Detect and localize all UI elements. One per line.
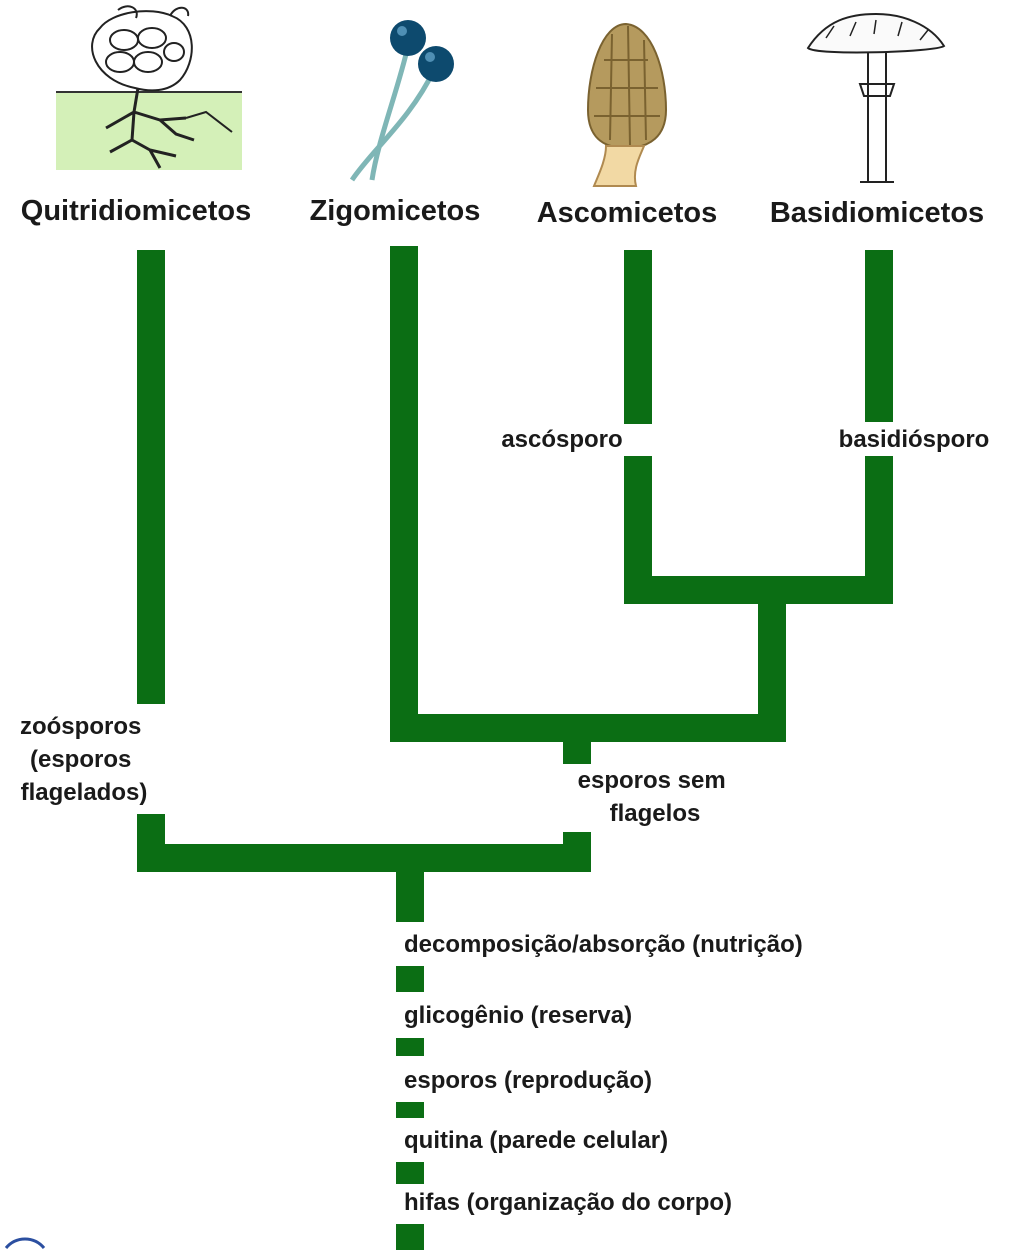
branch-root-2 bbox=[396, 966, 424, 992]
branch-no-flagella-stem-upper bbox=[563, 728, 591, 764]
trait-zoosporos-line-3: flagelados) bbox=[21, 779, 148, 806]
taxon-ascomicetos: Ascomicetos bbox=[537, 197, 718, 229]
trait-ascosporo: ascósporo bbox=[501, 426, 622, 453]
branch-root-3 bbox=[396, 1038, 424, 1056]
branch-ascomicetos-upper bbox=[624, 250, 652, 424]
trait-zoosporos: zoósporos (esporos flagelados) bbox=[20, 713, 148, 806]
trait-quitina: quitina (parede celular) bbox=[404, 1127, 668, 1154]
branch-root-1 bbox=[396, 858, 424, 922]
taxon-zigomicetos: Zigomicetos bbox=[310, 195, 481, 227]
trait-decomposicao: decomposição/absorção (nutrição) bbox=[404, 931, 803, 958]
trait-esporos-sem-flagelos-line-2: flagelos bbox=[610, 800, 701, 827]
branch-root-6 bbox=[396, 1224, 424, 1250]
branch-basidiomicetos-upper bbox=[865, 250, 893, 422]
chytrid-illustration bbox=[56, 6, 242, 170]
trait-zoosporos-line-2: (esporos bbox=[30, 746, 131, 773]
trait-zoosporos-line-1: zoósporos bbox=[20, 713, 141, 740]
branch-quitridiomicetos bbox=[137, 250, 165, 704]
taxon-basidiomicetos: Basidiomicetos bbox=[770, 197, 984, 229]
cladogram-branches bbox=[137, 246, 893, 1250]
branch-root-join bbox=[137, 844, 591, 872]
morel-illustration bbox=[588, 24, 666, 186]
branch-root-4 bbox=[396, 1102, 424, 1118]
trait-esporos-reproducao: esporos (reprodução) bbox=[404, 1067, 652, 1094]
trait-esporos-sem-flagelos-line-1: esporos sem bbox=[578, 767, 726, 794]
taxon-quitridiomicetos: Quitridiomicetos bbox=[21, 195, 251, 227]
mushroom-illustration bbox=[808, 14, 944, 182]
trait-esporos-sem-flagelos: esporos sem flagelos bbox=[578, 767, 733, 827]
corner-mark bbox=[6, 1239, 44, 1248]
trait-glicogenio: glicogênio (reserva) bbox=[404, 1002, 632, 1029]
trait-hifas: hifas (organização do corpo) bbox=[404, 1189, 732, 1216]
branch-zigomicetos bbox=[390, 246, 418, 742]
zygomycete-sporangia-illustration bbox=[352, 20, 454, 180]
trait-basidiosporo: basidiósporo bbox=[839, 426, 990, 453]
branch-root-5 bbox=[396, 1162, 424, 1184]
